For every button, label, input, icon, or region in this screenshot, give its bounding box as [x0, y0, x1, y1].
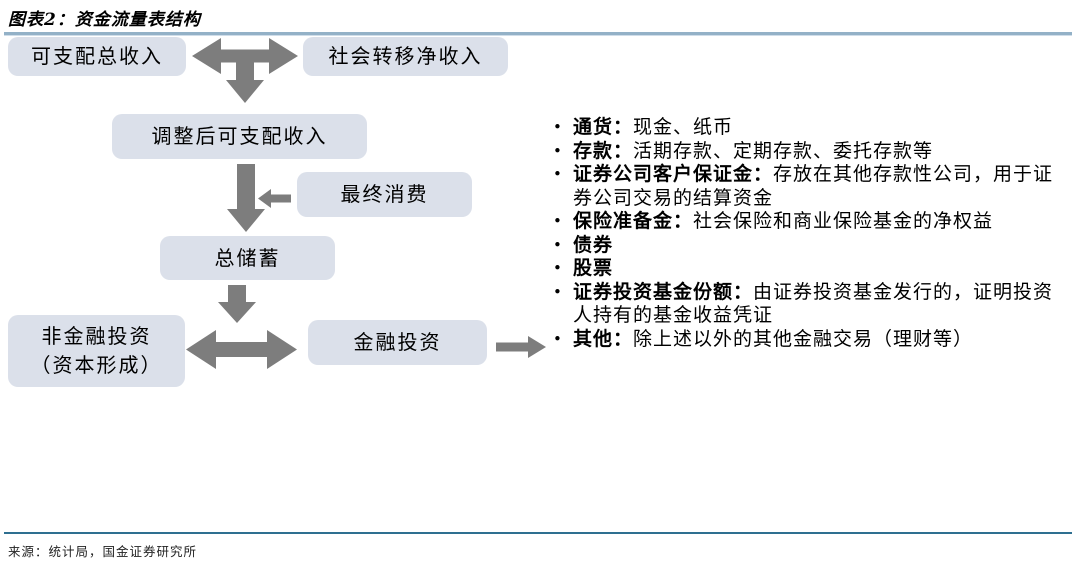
list-item: •证券投资基金份额：由证券投资基金发行的，证明投资人持有的基金收益凭证 [553, 280, 1054, 327]
bullet-icon: • [553, 165, 563, 183]
left-arrow-icon [258, 189, 291, 208]
bullet-icon: • [553, 212, 563, 230]
box-adjusted-disposable-income: 调整后可支配收入 [112, 114, 367, 159]
box-label: 可支配总收入 [31, 44, 163, 68]
bullet-icon: • [553, 329, 563, 348]
box-label: 总储蓄 [214, 245, 281, 270]
list-item: •通货：现金、纸币 [553, 116, 734, 138]
list-item: •存款：活期存款、定期存款、委托存款等 [553, 139, 934, 162]
box-final-consumption: 最终消费 [297, 172, 472, 217]
box-label: 金融投资 [353, 330, 442, 354]
box-label: 社会转移净收入 [328, 44, 483, 68]
figure-title: 图表2：资金流量表结构 [8, 10, 201, 30]
box-label-line2: （资本形成） [30, 353, 163, 377]
box-total-disposable-income: 可支配总收入 [8, 37, 186, 76]
financial-instrument-list: •通货：现金、纸币 •存款：活期存款、定期存款、委托存款等 •证券公司客户保证金… [546, 116, 1070, 351]
box-non-financial-investment: 非金融投资 （资本形成） [8, 315, 185, 387]
bullet-icon: • [553, 141, 563, 160]
source-note: 来源：统计局，国金证券研究所 [8, 544, 198, 559]
box-net-social-transfer-income: 社会转移净收入 [303, 37, 508, 76]
list-item: •股票 [553, 257, 614, 279]
bullet-icon: • [553, 282, 563, 301]
bullet-icon: • [553, 259, 563, 277]
down-arrow-icon [218, 285, 256, 323]
two-way-horizontal-arrow-icon [186, 329, 297, 370]
list-item: •其他：除上述以外的其他金融交易（理财等） [553, 327, 974, 350]
down-arrow-icon [227, 164, 265, 232]
bullet-icon: • [553, 235, 563, 254]
list-item: •债券 [553, 233, 614, 256]
box-gross-savings: 总储蓄 [160, 236, 335, 280]
bullet-icon: • [553, 118, 563, 136]
right-arrow-icon [496, 336, 546, 358]
bottom-rule [4, 532, 1072, 534]
list-item: •证券公司客户保证金：存放在其他存款性公司，用于证券公司交易的结算资金 [553, 163, 1054, 209]
top-rule [4, 32, 1072, 36]
box-label-line1: 非金融投资 [41, 324, 152, 348]
two-way-down-branch-arrow-icon [192, 37, 298, 103]
box-label: 调整后可支配收入 [151, 124, 328, 148]
list-item: •保险准备金：社会保险和商业保险基金的净权益 [553, 210, 994, 232]
box-label: 最终消费 [340, 182, 429, 206]
box-financial-investment: 金融投资 [308, 320, 487, 365]
